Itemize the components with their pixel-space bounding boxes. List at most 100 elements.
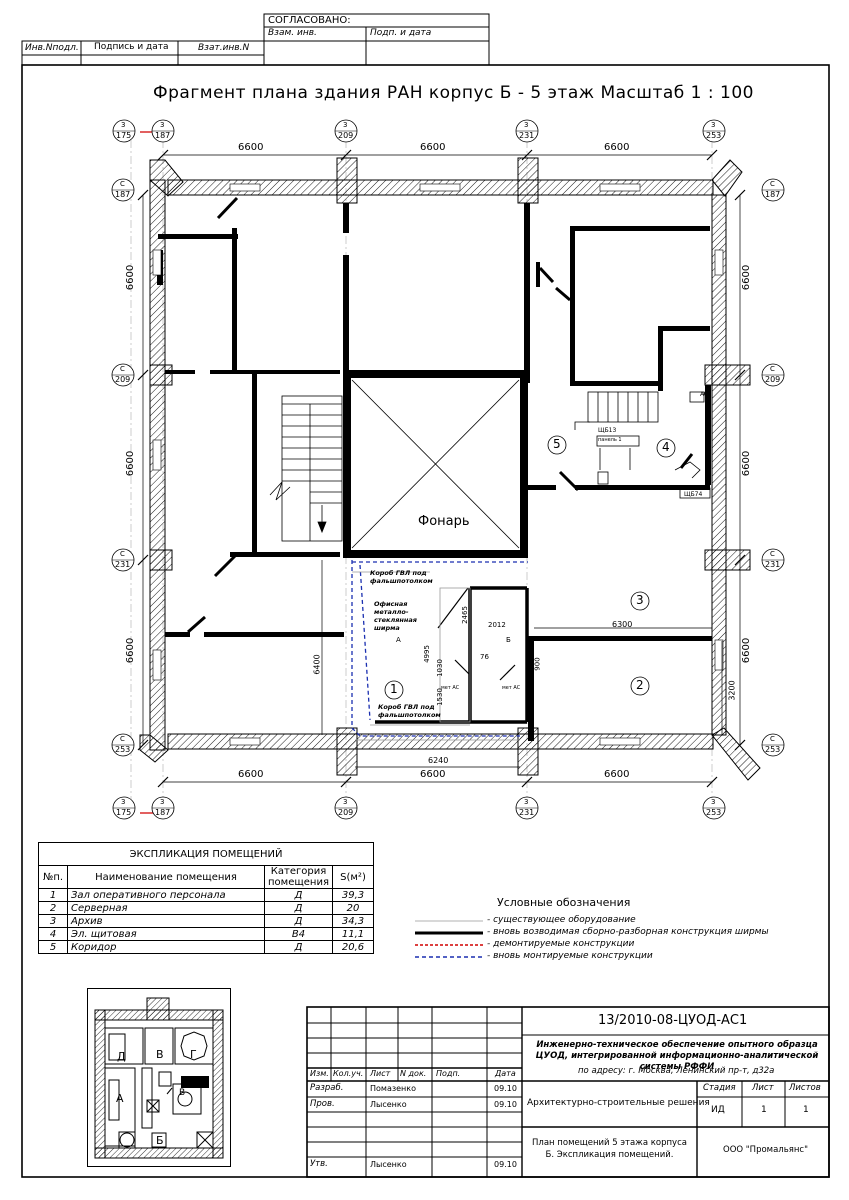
axis-label-187: 187 — [155, 808, 171, 817]
row-name: Коридор — [67, 940, 265, 954]
axis-prefix: 3 — [160, 121, 165, 129]
axis-label-231: 231 — [519, 131, 535, 140]
keyplan-label-a: А — [116, 1092, 124, 1105]
note-mark-b: Б — [506, 636, 511, 644]
tb-prov-date: 09.10 — [494, 1100, 517, 1109]
row-area: 20,6 — [331, 940, 375, 954]
axis-label-175: 175 — [116, 808, 132, 817]
tb-razrab-name: Помазенко — [370, 1084, 416, 1093]
axis-side-prefix: С — [770, 180, 775, 188]
axis-prefix: 3 — [121, 798, 126, 806]
note-box-bottom: Короб ГВЛ под фальшпотолком — [378, 703, 441, 719]
axis-prefix: 3 — [160, 798, 165, 806]
axis-label-253: 253 — [765, 745, 781, 754]
tb-list-header: Лист — [752, 1083, 774, 1093]
tb-utv: Утв. — [310, 1159, 328, 1169]
dim-bottom-1: 6600 — [238, 769, 264, 780]
tb-col-ndok: N док. — [400, 1069, 427, 1078]
axis-prefix: 3 — [343, 798, 348, 806]
keyplan-label-b: Б — [156, 1134, 164, 1147]
axis-label-231: 231 — [115, 560, 131, 569]
dim-top-2: 6600 — [420, 142, 446, 153]
axis-side-prefix: С — [120, 550, 125, 558]
axis-side-prefix: С — [770, 735, 775, 743]
tb-razrab: Разраб. — [310, 1083, 344, 1093]
axis-prefix: 3 — [711, 121, 716, 129]
tb-col-izm: Изм. — [310, 1069, 329, 1078]
tb-address: по адресу: г. Москва, Ленинский пр-т, д3… — [578, 1066, 775, 1076]
room-number-5: 5 — [553, 437, 561, 451]
tb-project: Инженерно-техническое обеспечение опытно… — [535, 1040, 819, 1072]
stamp-vzam-inv: Взам. инв. — [268, 28, 317, 38]
legend-item: - демонтируемые конструкции — [487, 939, 635, 949]
stamp-vzam-inv-n: Взат.инв.N — [198, 43, 250, 53]
dim-bottom-3: 6600 — [604, 769, 630, 780]
axis-label-231: 231 — [765, 560, 781, 569]
tb-utv-name: Лысенко — [370, 1160, 407, 1169]
tb-col-list: Лист — [370, 1069, 391, 1078]
axis-label-209: 209 — [765, 375, 781, 384]
note-shield1: ЩБ13 — [598, 427, 617, 434]
axis-side-prefix: С — [770, 365, 775, 373]
axis-label-253: 253 — [706, 808, 722, 817]
axis-side-prefix: С — [120, 735, 125, 743]
key-plan — [87, 988, 231, 1167]
axis-prefix: 3 — [711, 798, 716, 806]
dim-76: 76 — [480, 653, 489, 661]
dim-top-3: 6600 — [604, 142, 630, 153]
legend-lines — [415, 920, 483, 958]
dim-bottom-2: 6600 — [420, 769, 446, 780]
keyplan-label-d: Д — [117, 1050, 126, 1063]
axis-side-prefix: С — [120, 365, 125, 373]
tb-prov: Пров. — [310, 1099, 335, 1109]
note-mark-a: А — [396, 636, 401, 644]
dim-6300: 6300 — [612, 620, 633, 629]
axis-label-187: 187 — [115, 190, 131, 199]
stamp-podp-data: Подп. и дата — [370, 28, 432, 38]
stamp-inv-podl: Инв.Nподл. — [25, 43, 79, 53]
note-box-top: Короб ГВЛ под фальшпотолком — [370, 569, 433, 585]
tb-razrab-date: 09.10 — [494, 1084, 517, 1093]
drawing-title: Фрагмент плана здания РАН корпус Б - 5 э… — [153, 83, 754, 103]
axis-prefix: 3 — [343, 121, 348, 129]
tb-company: ООО "Промальянс" — [723, 1145, 808, 1155]
axis-label-187: 187 — [155, 131, 171, 140]
tb-stadia-header: Стадия — [703, 1083, 736, 1093]
legend-item: - существующее оборудование — [487, 915, 636, 925]
axis-label-209: 209 — [115, 375, 131, 384]
dim-top-1: 6600 — [238, 142, 264, 153]
tb-col-podp: Подп. — [436, 1069, 461, 1078]
tb-utv-date: 09.10 — [494, 1160, 517, 1169]
keyplan-label-v2: В — [179, 1088, 186, 1098]
axis-label-231: 231 — [519, 808, 535, 817]
tb-list: 1 — [761, 1105, 767, 1115]
axis-prefix: 3 — [121, 121, 126, 129]
tb-col-kolch: Кол.уч. — [333, 1069, 364, 1078]
table-row: 1 Зал оперативного персонала Д 39,3 — [38, 888, 375, 902]
axis-label-187: 187 — [765, 190, 781, 199]
tb-section: Архитектурно-строительные решения — [527, 1098, 710, 1108]
axis-label-253: 253 — [706, 131, 722, 140]
stamp-agreed: СОГЛАСОВАНО: — [268, 15, 351, 26]
room-number-3: 3 — [636, 593, 644, 607]
room-number-1: 1 — [390, 682, 398, 696]
tb-code: 13/2010-08-ЦУОД-АС1 — [598, 1013, 748, 1028]
dim-6240: 6240 — [428, 756, 449, 765]
legend-item: - вновь возводимая сборно-разборная конс… — [487, 927, 769, 937]
skylight-label: Фонарь — [418, 514, 470, 529]
floor-plan — [111, 119, 785, 820]
axis-prefix: 3 — [524, 798, 529, 806]
axis-label-209: 209 — [338, 808, 354, 817]
note-partition: Офисная металло-стеклянная ширма — [374, 600, 417, 632]
keyplan-label-v: В — [156, 1048, 164, 1061]
note-floor-mark: мет АС — [441, 685, 460, 691]
axis-prefix: 3 — [524, 121, 529, 129]
table-row: 2 Серверная Д 20 — [38, 901, 375, 915]
note-shield2: ЩБ74 — [684, 491, 703, 498]
axis-side-prefix: С — [120, 180, 125, 188]
room-number-2: 2 — [636, 678, 644, 692]
tb-col-data: Дата — [495, 1069, 516, 1078]
explication-title: ЭКСПЛИКАЦИЯ ПОМЕЩЕНИЙ — [38, 842, 374, 866]
tb-sheet-title: План помещений 5 этажа корпуса Б. Экспли… — [532, 1138, 687, 1160]
